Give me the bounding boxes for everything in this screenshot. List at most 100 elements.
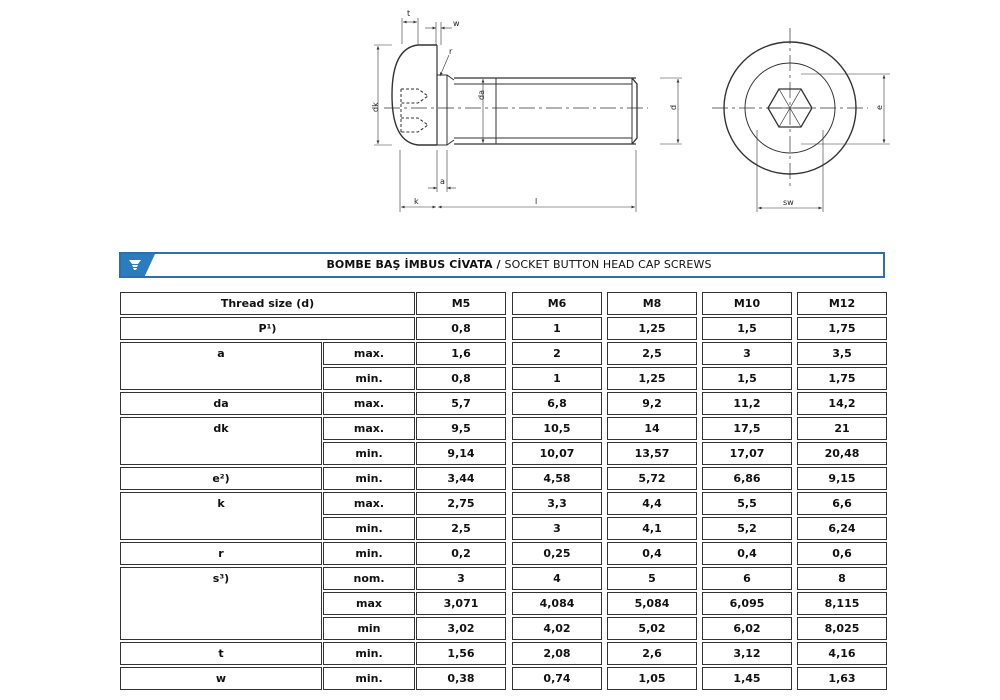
value-cell: 11,2	[702, 392, 792, 415]
value-cell: 6	[702, 567, 792, 590]
label-a: a	[440, 177, 445, 186]
value-cell: 17,07	[702, 442, 792, 465]
param-label-8: t	[120, 642, 322, 665]
label-k: k	[414, 197, 419, 206]
label-l: l	[535, 197, 537, 206]
value-cell: 3,44	[416, 467, 506, 490]
value-cell: 10,5	[512, 417, 602, 440]
value-cell: 4,16	[797, 642, 887, 665]
banner-logo	[121, 254, 155, 276]
qualifier-5-1: min.	[323, 517, 415, 540]
value-cell: 5,7	[416, 392, 506, 415]
label-sw: sw	[783, 198, 794, 207]
value-cell: 2	[512, 342, 602, 365]
size-header-m10: M10	[702, 292, 792, 315]
qualifier-7-1: max	[323, 592, 415, 615]
technical-drawing: t w r dk da d a k l e sw	[371, 9, 890, 212]
value-cell: 1,75	[797, 367, 887, 390]
qualifier-4-0: min.	[323, 467, 415, 490]
title-english: SOCKET BUTTON HEAD CAP SCREWS	[504, 258, 712, 271]
value-cell: 5,2	[702, 517, 792, 540]
param-label-2: da	[120, 392, 322, 415]
value-cell: 2,5	[416, 517, 506, 540]
value-cell: 5,02	[607, 617, 697, 640]
thread-size-header: Thread size (d)	[120, 292, 415, 315]
value-cell: 13,57	[607, 442, 697, 465]
value-cell: 1,45	[702, 667, 792, 690]
value-cell: 6,8	[512, 392, 602, 415]
qualifier-1-1: min.	[323, 367, 415, 390]
value-cell: 0,25	[512, 542, 602, 565]
value-cell: 17,5	[702, 417, 792, 440]
value-cell: 9,2	[607, 392, 697, 415]
value-cell: 2,08	[512, 642, 602, 665]
banner-title: BOMBE BAŞ İMBUS CİVATA / SOCKET BUTTON H…	[155, 254, 883, 276]
param-label-1: a	[120, 342, 322, 390]
size-header-m8: M8	[607, 292, 697, 315]
value-cell: 0,6	[797, 542, 887, 565]
value-cell: 4,58	[512, 467, 602, 490]
end-view	[712, 28, 890, 212]
value-cell: 4,4	[607, 492, 697, 515]
value-cell: 0,4	[702, 542, 792, 565]
param-label-9: w	[120, 667, 322, 690]
value-cell: 3	[512, 517, 602, 540]
param-label-0: P¹)	[120, 317, 415, 340]
value-cell: 1,63	[797, 667, 887, 690]
value-cell: 4	[512, 567, 602, 590]
value-cell: 1,6	[416, 342, 506, 365]
value-cell: 0,2	[416, 542, 506, 565]
qualifier-7-2: min	[323, 617, 415, 640]
qualifier-1-0: max.	[323, 342, 415, 365]
value-cell: 2,5	[607, 342, 697, 365]
value-cell: 1,5	[702, 317, 792, 340]
value-cell: 5,72	[607, 467, 697, 490]
value-cell: 0,8	[416, 317, 506, 340]
param-label-4: e²)	[120, 467, 322, 490]
label-dk: dk	[371, 102, 380, 112]
label-r: r	[449, 47, 453, 56]
value-cell: 1,05	[607, 667, 697, 690]
value-cell: 9,5	[416, 417, 506, 440]
qualifier-3-1: min.	[323, 442, 415, 465]
value-cell: 9,15	[797, 467, 887, 490]
qualifier-9-0: min.	[323, 667, 415, 690]
value-cell: 0,38	[416, 667, 506, 690]
value-cell: 6,86	[702, 467, 792, 490]
value-cell: 4,1	[607, 517, 697, 540]
value-cell: 9,14	[416, 442, 506, 465]
size-header-m12: M12	[797, 292, 887, 315]
value-cell: 14	[607, 417, 697, 440]
value-cell: 5	[607, 567, 697, 590]
screw-logo-icon	[129, 260, 141, 270]
value-cell: 0,4	[607, 542, 697, 565]
value-cell: 20,48	[797, 442, 887, 465]
value-cell: 2,75	[416, 492, 506, 515]
value-cell: 1,75	[797, 317, 887, 340]
value-cell: 2,6	[607, 642, 697, 665]
value-cell: 0,8	[416, 367, 506, 390]
size-header-m6: M6	[512, 292, 602, 315]
value-cell: 6,6	[797, 492, 887, 515]
value-cell: 1,25	[607, 317, 697, 340]
label-e: e	[875, 105, 884, 110]
qualifier-2-0: max.	[323, 392, 415, 415]
qualifier-7-0: nom.	[323, 567, 415, 590]
label-w: w	[453, 19, 460, 28]
value-cell: 4,084	[512, 592, 602, 615]
value-cell: 6,095	[702, 592, 792, 615]
qualifier-3-0: max.	[323, 417, 415, 440]
label-d: d	[669, 105, 678, 110]
size-header-m5: M5	[416, 292, 506, 315]
value-cell: 1,25	[607, 367, 697, 390]
qualifier-8-0: min.	[323, 642, 415, 665]
value-cell: 1,5	[702, 367, 792, 390]
title-turkish: BOMBE BAŞ İMBUS CİVATA	[326, 258, 493, 271]
value-cell: 1,56	[416, 642, 506, 665]
value-cell: 21	[797, 417, 887, 440]
value-cell: 3	[702, 342, 792, 365]
value-cell: 5,5	[702, 492, 792, 515]
title-separator: /	[492, 258, 505, 271]
dimension-labels: t w r dk da d a k l e sw	[371, 9, 884, 207]
param-label-3: dk	[120, 417, 322, 465]
